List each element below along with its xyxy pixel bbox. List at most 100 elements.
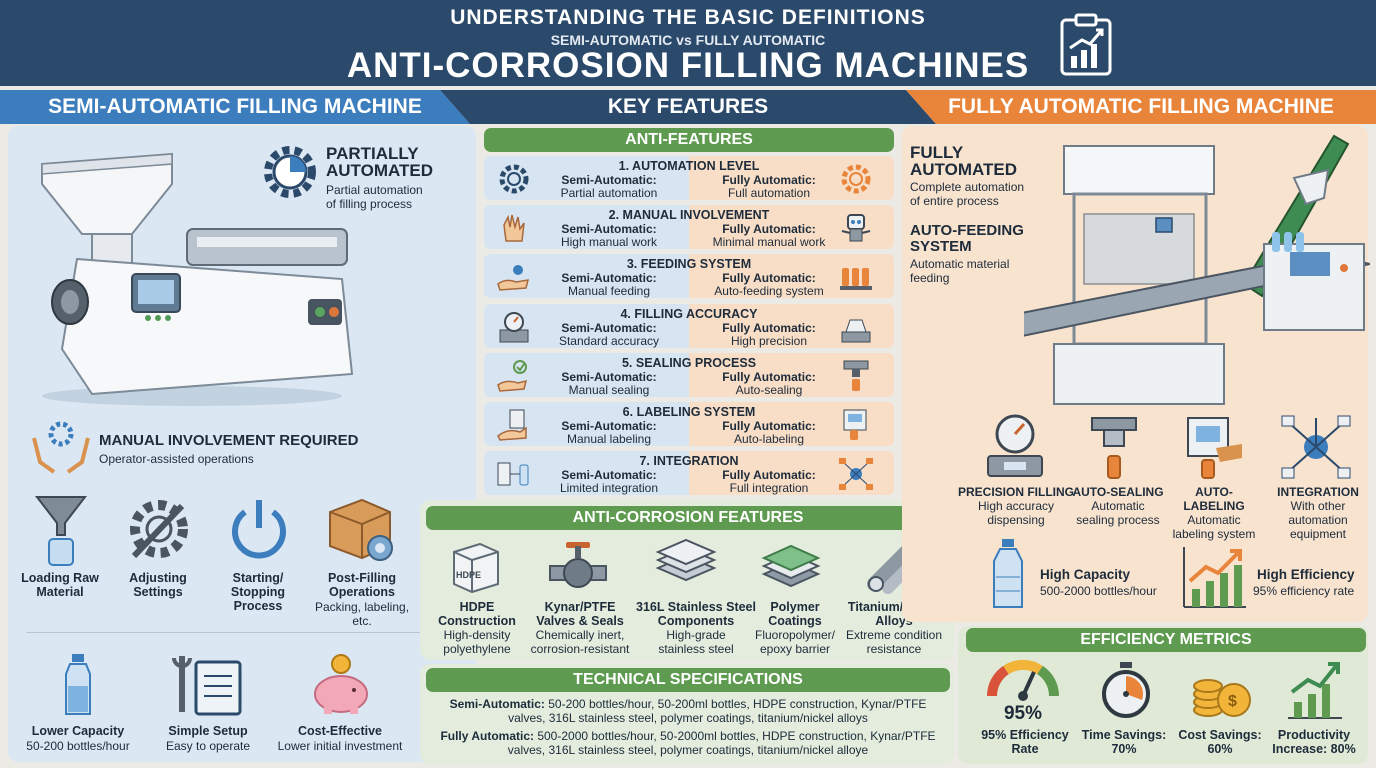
hand-feeding-icon [496, 260, 532, 294]
growth-chart-icon [1182, 545, 1248, 609]
piggy-bank-icon [308, 654, 374, 716]
feature-full: Fully Automatic:Auto-labeling [722, 419, 816, 446]
hand-icon [496, 211, 532, 245]
clipboard-chart-icon [1058, 12, 1114, 76]
coins-icon: $ [1190, 658, 1252, 720]
sealer-icon [838, 359, 874, 393]
feature-title: 5. SEALING PROCESS [621, 355, 757, 370]
svg-text:$: $ [1228, 693, 1237, 710]
feature-full: Fully Automatic:Full integration [722, 468, 816, 496]
power-icon [227, 496, 291, 562]
feature-title: 4. FILLING ACCURACY [620, 306, 758, 321]
technical-specs-title: TECHNICAL SPECIFICATIONS [426, 668, 950, 692]
bottle-icon [62, 652, 94, 718]
feature-full: Fully Automatic:Minimal manual work [712, 222, 826, 250]
precision-scale-icon [984, 412, 1046, 480]
page-header: UNDERSTANDING THE BASIC DEFINITIONS SEMI… [0, 0, 1376, 86]
step-post-filling-desc: Packing, labeling,etc. [314, 600, 410, 628]
feature-semi: Semi-Automatic:Standard accuracy [558, 320, 660, 348]
feature-title: 3. FEEDING SYSTEM [626, 257, 752, 272]
metric-label: Time Savings:70% [1081, 728, 1167, 756]
lower-capacity-desc: 50-200 bottles/hour [26, 739, 130, 753]
productivity-chart-icon [1286, 658, 1344, 720]
scale-icon [496, 310, 532, 344]
hand-label-icon [496, 408, 532, 442]
feature-semi: Semi-Automatic:High manual work [560, 222, 658, 250]
manual-involvement-title: MANUAL INVOLVEMENT REQUIRED [99, 432, 359, 449]
header-line-2: SEMI-AUTOMATIC vs FULLY AUTOMATIC [550, 32, 826, 48]
gear-icon [838, 162, 874, 196]
feature-semi: Semi-Automatic:Limited integration [559, 468, 659, 496]
lower-capacity-title: Lower Capacity [31, 724, 125, 738]
semi-automatic-banner: SEMI-AUTOMATIC FILLING MACHINE [0, 90, 470, 124]
tech-full-spec: Fully Automatic: 500-2000 bottles/hour, … [440, 729, 936, 757]
manual-involvement-desc: Operator-assisted operations [99, 452, 254, 466]
bottles-icon [838, 260, 874, 294]
steel-plates-icon [654, 538, 718, 594]
feature-title: 2. MANUAL INVOLVEMENT [608, 208, 770, 223]
tech-semi-spec: Semi-Automatic: 50-200 bottles/hour, 50-… [449, 697, 927, 725]
fully-automatic-banner: FULLY AUTOMATIC FILLING MACHINE [906, 90, 1376, 124]
high-capacity-title: High Capacity [1040, 567, 1131, 582]
valve-icon [548, 538, 608, 596]
simple-setup-desc: Easy to operate [165, 739, 251, 753]
stopwatch-icon [1100, 660, 1152, 720]
gear-icon [260, 142, 320, 202]
auto-labeling-icon [1182, 414, 1246, 480]
labeler-icon [838, 408, 874, 442]
feature-full: Fully Automatic:Full automation [722, 173, 816, 200]
fully-automatic-machine-illustration [1024, 134, 1370, 422]
scale-icon [838, 310, 874, 344]
simple-setup-title: Simple Setup [168, 724, 248, 738]
high-efficiency-desc: 95% efficiency rate [1253, 584, 1355, 598]
feature-full: Fully Automatic:Auto-feeding system [714, 271, 824, 299]
package-tape-icon [324, 494, 396, 564]
cost-effective-title: Cost-Effective [297, 724, 383, 738]
page-title: ANTI-CORROSION FILLING MACHINES [346, 46, 1030, 85]
hands-gear-icon [30, 418, 92, 476]
coating-layers-icon [760, 540, 822, 594]
metric-label: Cost Savings:60% [1178, 728, 1262, 756]
efficiency-metrics-title: EFFICIENCY METRICS [966, 628, 1366, 652]
network-icon [838, 457, 874, 491]
feature-full: Fully Automatic:High precision [722, 320, 816, 348]
hdpe-block-icon: HDPE [448, 538, 504, 594]
document-bottle-icon [496, 457, 532, 491]
gauge-value: 95% [1003, 703, 1043, 724]
header-line-1: UNDERSTANDING THE BASIC DEFINITIONS [450, 6, 926, 29]
efficiency-gauge-icon [984, 656, 1062, 702]
hdpe-icon-label: HDPE [456, 570, 481, 580]
divider [26, 632, 446, 633]
anti-features-title: ANTI-FEATURES [484, 128, 894, 152]
large-bottle-icon [990, 537, 1026, 611]
feature-title: 6. LABELING SYSTEM [622, 405, 756, 419]
feature-title: 1. AUTOMATION LEVEL [618, 159, 760, 173]
funnel-bottle-icon [33, 495, 89, 567]
wrench-gear-icon [124, 494, 194, 564]
high-capacity-desc: 500-2000 bottles/hour [1040, 584, 1157, 598]
feature-semi: Semi-Automatic:Manual sealing [561, 369, 657, 397]
high-efficiency-title: High Efficiency [1257, 567, 1355, 582]
feature-full: Fully Automatic:Auto-sealing [722, 369, 816, 397]
hand-check-icon [496, 359, 532, 393]
